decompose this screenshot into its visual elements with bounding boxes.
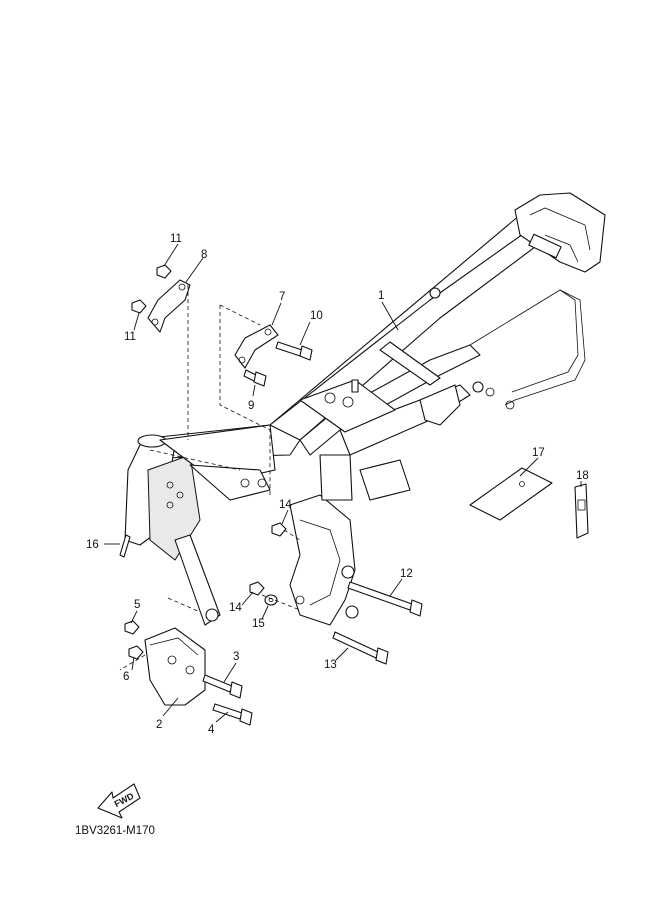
nut-5[interactable]	[124, 620, 140, 635]
nut-14-lower[interactable]	[249, 581, 265, 596]
callout-14-upper: 14	[279, 499, 292, 511]
bolt-3[interactable]	[202, 674, 243, 699]
main-frame[interactable]	[124, 192, 606, 626]
fwd-arrow-icon: FWD	[97, 783, 141, 819]
nut-11-lower[interactable]	[131, 299, 147, 314]
nut-6[interactable]	[128, 645, 144, 660]
callout-9: 9	[248, 400, 254, 412]
callout-8: 8	[201, 249, 207, 261]
callout-2: 2	[156, 719, 162, 731]
bolt-12[interactable]	[347, 581, 423, 617]
callout-12: 12	[400, 568, 413, 580]
callout-14-lower: 14	[229, 602, 242, 614]
callout-17: 17	[532, 447, 545, 459]
plate-17[interactable]	[469, 467, 553, 521]
bolt-10[interactable]	[275, 341, 313, 361]
washer-15[interactable]	[264, 594, 278, 606]
callout-11-upper: 11	[170, 233, 182, 245]
callout-3: 3	[233, 651, 239, 663]
callout-13: 13	[324, 659, 337, 671]
bolt-13[interactable]	[332, 631, 389, 665]
clip-18[interactable]	[574, 483, 589, 539]
callout-1: 1	[378, 290, 384, 302]
callout-18: 18	[576, 470, 589, 482]
nut-11-upper[interactable]	[156, 264, 172, 279]
callout-11-lower: 11	[124, 331, 136, 343]
diagram-code: 1BV3261-M170	[75, 825, 155, 837]
bracket-8[interactable]	[147, 279, 191, 333]
alignment-lines	[119, 285, 301, 671]
nut-14-upper[interactable]	[271, 522, 287, 537]
callout-6: 6	[123, 671, 129, 683]
callout-15: 15	[252, 618, 265, 630]
callout-7: 7	[279, 291, 285, 303]
bracket-7[interactable]	[234, 324, 279, 369]
callouts: 1 2 3 4 5 6 7 8 9 10 11 11 12 13 14 14 1…	[86, 233, 589, 736]
callout-16: 16	[86, 539, 99, 551]
callout-5: 5	[134, 599, 140, 611]
label-16[interactable]	[119, 534, 131, 558]
leader-lines	[104, 243, 582, 723]
callout-10: 10	[310, 310, 323, 322]
engine-bracket[interactable]	[144, 627, 206, 706]
bolt-9[interactable]	[243, 369, 267, 387]
callout-4: 4	[208, 724, 215, 736]
bolt-4[interactable]	[212, 703, 253, 726]
